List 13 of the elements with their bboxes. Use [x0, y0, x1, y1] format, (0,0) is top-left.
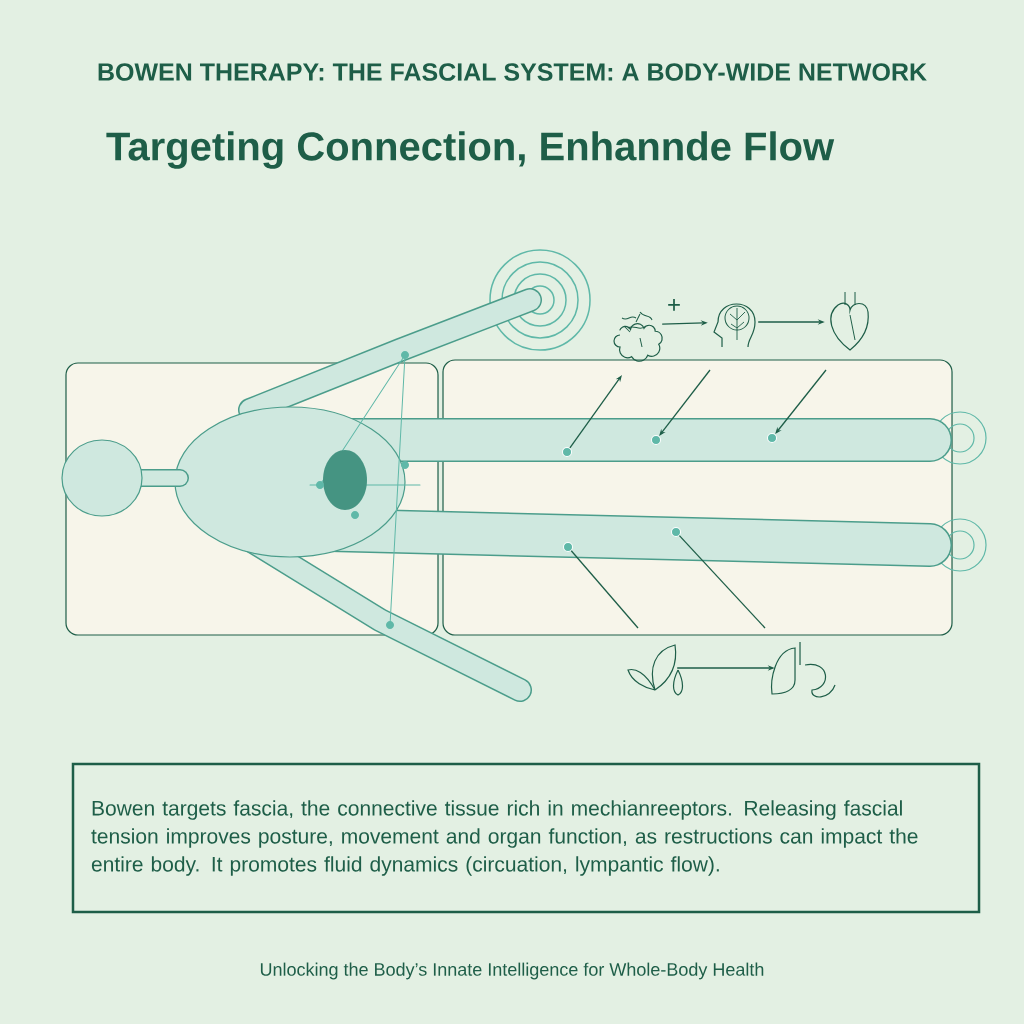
- heart-icon: [830, 291, 869, 351]
- caption: Unlocking the Body’s Innate Intelligence for Whole-Body Health: [260, 962, 764, 980]
- leader-line: [678, 535, 766, 629]
- plus-sign: +: [668, 299, 680, 311]
- lungs-stomach-icon: [771, 641, 836, 698]
- text-box: Bowen targets fascia, the connective tissue rich in mechianreeptors. Releasing fascial tension improves posture, movement and organ function, as restructions can impact the entire body. It promotes fluid dynamics (circuation, lympantic flow).: [71, 762, 981, 914]
- subtitle: Targeting Connection, Enhannde Flow: [106, 131, 835, 169]
- leader-line: [570, 550, 639, 629]
- arrow: [569, 375, 622, 449]
- leaf-drop-icon: [627, 644, 684, 696]
- brain-icon: [613, 311, 663, 362]
- title: BOWEN THERAPY: THE FASCIAL SYSTEM: A BODY-WIDE NETWORK: [98, 63, 927, 81]
- head-icon: [713, 303, 756, 348]
